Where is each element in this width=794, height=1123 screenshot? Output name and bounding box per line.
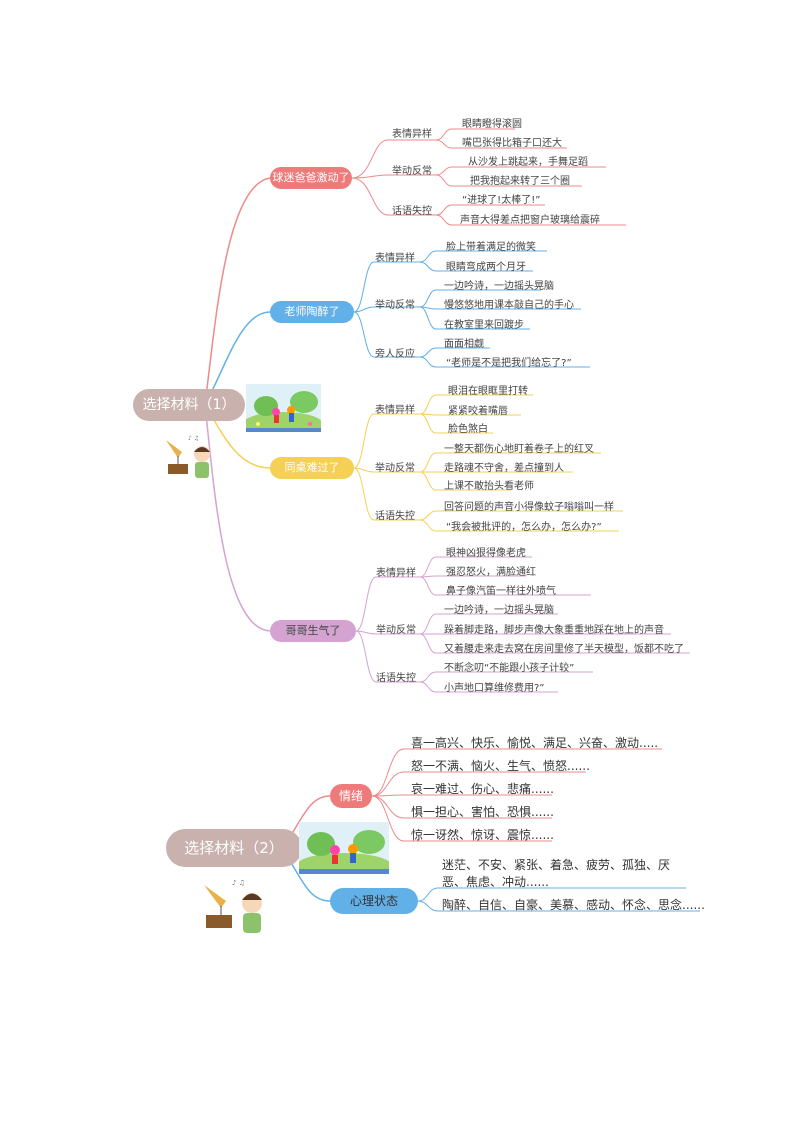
leaf-item: 一边吟诗，一边摇头晃脑 (444, 281, 554, 292)
leaf-item: 强忍怒火，满脸通红 (446, 567, 536, 578)
leaf-item: 一边吟诗，一边摇头晃脑 (444, 605, 554, 616)
leaf-item: 小声地口算维修费用?” (444, 683, 545, 694)
leaf-item: 眼泪在眼眶里打转 (448, 386, 528, 397)
group-label: 表情异样 (375, 405, 415, 416)
leaf-item: 声音大得差点把窗户玻璃给震碎 (460, 215, 600, 226)
leaf-item: 一整天都伤心地盯着卷子上的红叉 (444, 444, 594, 455)
group-label: 话语失控 (376, 673, 416, 684)
mental-state-item: 陶醉、自信、自豪、美慕、感动、怀念、思念...... (442, 898, 705, 912)
group-label: 举动反常 (376, 625, 416, 636)
leaf-item: 又着腰走来走去窝在房间里修了半天模型，饭都不吃了 (444, 644, 684, 655)
emotion-item: 喜一高兴、快乐、愉悦、满足、兴奋、激动..... (411, 736, 659, 750)
group-label: 举动反常 (375, 463, 415, 474)
leaf-item: 嘴巴张得比箱子口还大 (462, 138, 562, 149)
gramophone-girl-illustration: ♪ ♫ (158, 432, 220, 484)
branch-node-mental-state[interactable]: 心理状态 (330, 888, 418, 914)
emotion-item: 惧一担心、害怕、恐惧...... (411, 805, 554, 819)
leaf-item: 在教室里来回踱步 (444, 320, 524, 331)
gramophone-girl-illustration-2: ♪ ♫ (196, 875, 276, 939)
children-park-illustration-2 (296, 822, 392, 879)
leaf-item: 走路魂不守舍，差点撞到人 (444, 463, 564, 474)
group-label: 举动反常 (375, 300, 415, 311)
leaf-item: 回答问题的声音小得像蚊子嗡嗡叫一样 (444, 502, 614, 513)
group-label: 话语失控 (392, 206, 432, 217)
branch-node-brother-angry[interactable]: 哥哥生气了 (270, 620, 356, 642)
leaf-item: “老师是不是把我们给忘了?” (446, 358, 572, 369)
emotion-item: 怒一不满、恼火、生气、愤怒...... (411, 759, 590, 773)
group-label: 举动反常 (392, 166, 432, 177)
leaf-item: 紧紧咬着嘴唇 (448, 406, 508, 417)
leaf-item: 从沙发上跳起来，手舞足蹈 (468, 157, 588, 168)
leaf-item: 面面相觑 (444, 339, 484, 350)
leaf-item: 不断念叨“不能跟小孩子计较” (444, 663, 575, 674)
leaf-item: 跺着脚走路，脚步声像大象重重地踩在地上的声音 (444, 625, 664, 636)
mental-state-item: 恶、焦虑、冲动...... (442, 875, 549, 889)
emotion-item: 惊一讶然、惊讶、震惊...... (411, 828, 554, 842)
branch-node-teacher-intoxicated[interactable]: 老师陶醉了 (270, 301, 354, 323)
map2-root-node[interactable]: 选择材料（2） (166, 829, 302, 867)
children-park-illustration (243, 384, 323, 436)
leaf-item: 脸上带着满足的微笑 (446, 242, 536, 253)
map1-root-node[interactable]: 选择材料（1） (133, 389, 245, 421)
leaf-item: 把我抱起来转了三个圈 (470, 176, 570, 187)
leaf-item: 上课不敢抬头看老师 (444, 481, 534, 492)
leaf-item: “我会被批评的，怎么办，怎么办?” (446, 522, 602, 533)
mental-state-item: 迷茫、不安、紧张、着急、疲劳、孤独、厌 (442, 858, 671, 872)
group-label: 表情异样 (392, 129, 432, 140)
leaf-item: 鼻子像汽笛一样往外喷气 (446, 586, 556, 597)
branch-node-deskmate-sad[interactable]: 同桌难过了 (270, 457, 354, 479)
leaf-item: 眼神凶狠得像老虎 (446, 548, 526, 559)
svg-text:♪ ♫: ♪ ♫ (232, 879, 245, 887)
leaf-item: 脸色煞白 (448, 424, 488, 435)
svg-text:♪ ♫: ♪ ♫ (188, 435, 199, 442)
group-label: 旁人反应 (375, 349, 415, 360)
leaf-item: 眼睛瞪得滚圆 (462, 119, 522, 130)
group-label: 话语失控 (375, 511, 415, 522)
group-label: 表情异样 (376, 568, 416, 579)
leaf-item: 眼睛弯成两个月牙 (446, 262, 526, 273)
branch-node-emotion[interactable]: 情绪 (330, 784, 372, 808)
branch-node-excited-dad[interactable]: 球迷爸爸激动了 (270, 167, 352, 189)
leaf-item: “进球了!太棒了!” (462, 195, 541, 206)
group-label: 表情异样 (375, 253, 415, 264)
leaf-item: 慢悠悠地用课本敲自己的手心 (444, 300, 574, 311)
emotion-item: 哀一难过、伤心、悲痛...... (411, 782, 554, 796)
